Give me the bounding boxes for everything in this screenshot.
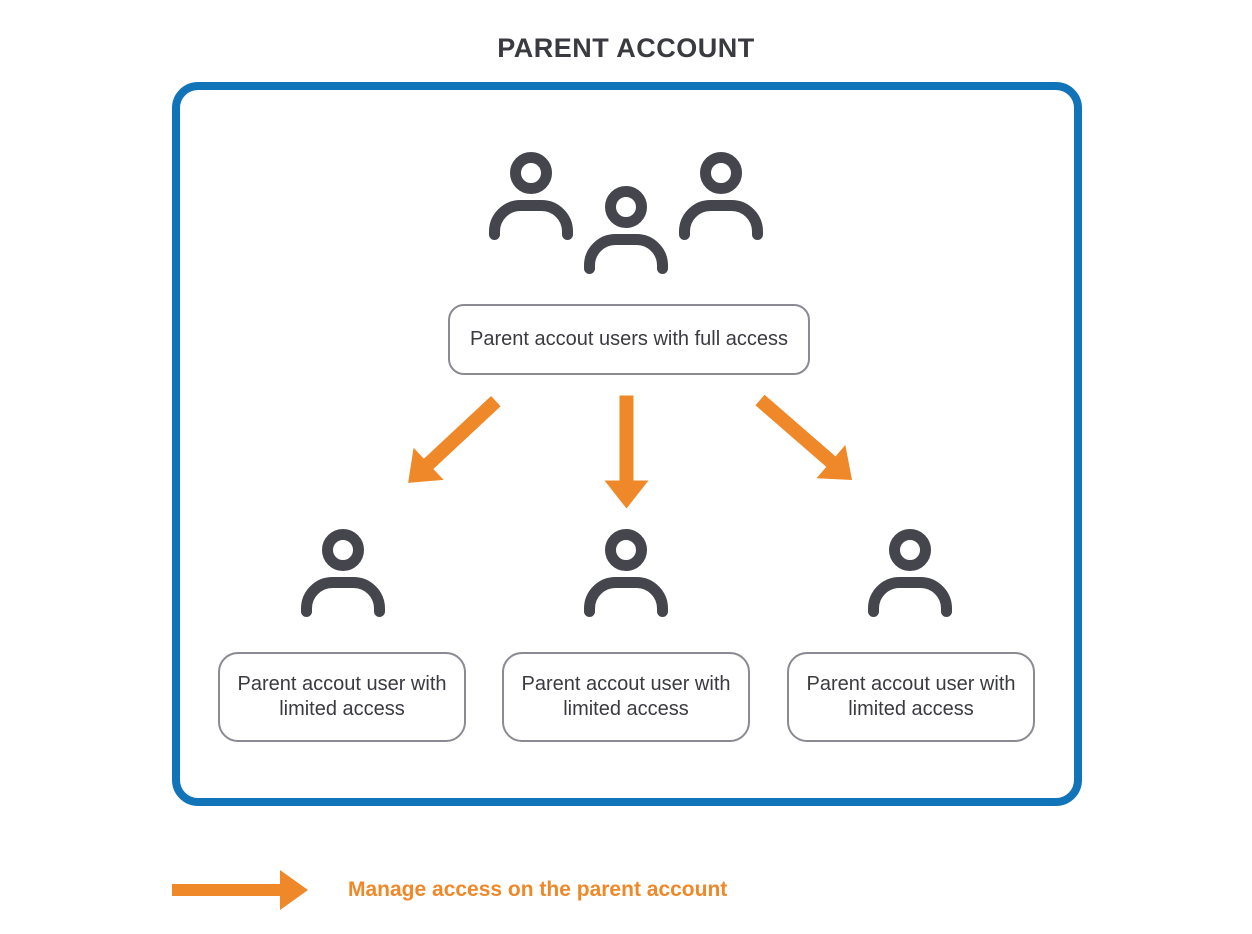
limited-access-label: Parent accout user with limited access xyxy=(806,673,1016,720)
legend-label: Manage access on the parent account xyxy=(348,878,728,901)
legend-arrow-icon xyxy=(172,870,308,910)
limited-access-label-box: Parent accout user with limited access xyxy=(218,652,466,742)
limited-access-label: Parent accout user with limited access xyxy=(237,673,447,720)
limited-access-label: Parent accout user with limited access xyxy=(521,673,731,720)
arrow-down-left-icon xyxy=(408,395,501,483)
diagram-title: PARENT ACCOUNT xyxy=(497,33,755,63)
users-group-icon xyxy=(489,152,763,274)
user-icon xyxy=(584,529,668,617)
user-icon xyxy=(868,529,952,617)
user-icon xyxy=(301,529,385,617)
arrow-down-right-icon xyxy=(755,394,853,481)
limited-access-label-box: Parent accout user with limited access xyxy=(787,652,1035,742)
full-access-label-box: Parent accout users with full access xyxy=(448,304,810,375)
arrow-down-icon xyxy=(604,395,649,509)
full-access-label: Parent accout users with full access xyxy=(470,328,788,350)
limited-access-label-box: Parent accout user with limited access xyxy=(502,652,750,742)
